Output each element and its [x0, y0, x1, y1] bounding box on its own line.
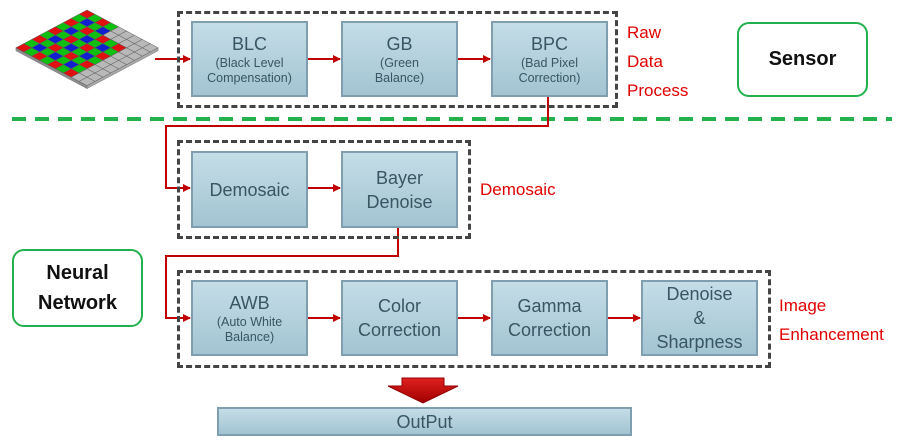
gamma-correction-title-line1: Gamma: [517, 296, 582, 316]
bayer-denoise-title-line2: Denoise: [366, 191, 433, 212]
gamma-correction-block: Gamma Correction: [491, 280, 608, 356]
connector-bayer-denoise-to-awb: [165, 228, 399, 322]
demosaic-title: Demosaic: [209, 179, 290, 200]
blc-block: BLC (Black Level Compensation): [191, 21, 308, 97]
neural-label-line1: Neural: [46, 262, 109, 284]
gb-title: GB: [386, 34, 413, 54]
down-arrow-icon: [387, 377, 459, 404]
blc-subtitle-line1: (Black Level: [215, 56, 284, 70]
output-block: OutPut: [217, 407, 632, 436]
awb-subtitle-line1: (Auto White: [216, 315, 283, 329]
enhance-label-line1: Image: [779, 296, 827, 315]
awb-title: AWB: [229, 293, 270, 313]
bpc-subtitle-line1: (Bad Pixel: [521, 56, 578, 70]
denoise-sharpness-title-line3: Sharpness: [656, 332, 743, 352]
awb-subtitle-line2: Balance): [224, 330, 275, 344]
gb-subtitle-line2: Balance): [374, 71, 425, 85]
raw-label-line2: Data: [627, 52, 663, 71]
raw-label-line1: Raw: [627, 23, 662, 42]
bpc-title: BPC: [530, 34, 568, 54]
color-correction-title-line2: Correction: [357, 320, 442, 340]
gamma-correction-title-line2: Correction: [507, 320, 592, 340]
gb-subtitle-line1: (Green: [380, 56, 419, 70]
bpc-block: BPC (Bad Pixel Correction): [491, 21, 608, 97]
sensor-label-box: Sensor: [737, 22, 868, 97]
gb-block: GB (Green Balance): [341, 21, 458, 97]
bayer-denoise-block: Bayer Denoise: [341, 151, 458, 228]
image-enhancement-group: [177, 270, 771, 368]
bpc-subtitle-line2: Correction): [518, 71, 581, 85]
denoise-sharpness-title-line1: Denoise: [666, 284, 733, 304]
sensor-label: Sensor: [768, 48, 837, 70]
denoise-sharpness-block: Denoise & Sharpness: [641, 280, 758, 356]
enhance-label-line2: Enhancement: [779, 325, 884, 344]
blc-title: BLC: [231, 34, 267, 54]
color-correction-block: Color Correction: [341, 280, 458, 356]
neural-network-label-box: Neural Network: [12, 249, 143, 327]
raw-label-line3: Process: [627, 81, 689, 100]
color-correction-title-line1: Color: [377, 296, 421, 316]
demosaic-label-text: Demosaic: [480, 180, 556, 199]
bayer-filter-grid-icon: [15, 9, 159, 89]
raw-data-process-group: [177, 11, 618, 108]
awb-block: AWB (Auto White Balance): [191, 280, 308, 356]
blc-subtitle-line2: Compensation): [207, 71, 292, 85]
demosaic-group: [177, 140, 471, 239]
raw-data-process-label: Raw Data Process: [627, 18, 688, 105]
connector-bpc-to-demosaic: [165, 97, 549, 192]
output-label: OutPut: [396, 411, 453, 432]
demosaic-group-label: Demosaic: [480, 175, 556, 204]
bayer-denoise-title-line1: Bayer: [375, 167, 424, 188]
demosaic-block: Demosaic: [191, 151, 308, 228]
image-enhancement-label: Image Enhancement: [779, 291, 884, 349]
denoise-sharpness-title-line2: &: [693, 308, 706, 328]
neural-label-line2: Network: [38, 292, 117, 314]
